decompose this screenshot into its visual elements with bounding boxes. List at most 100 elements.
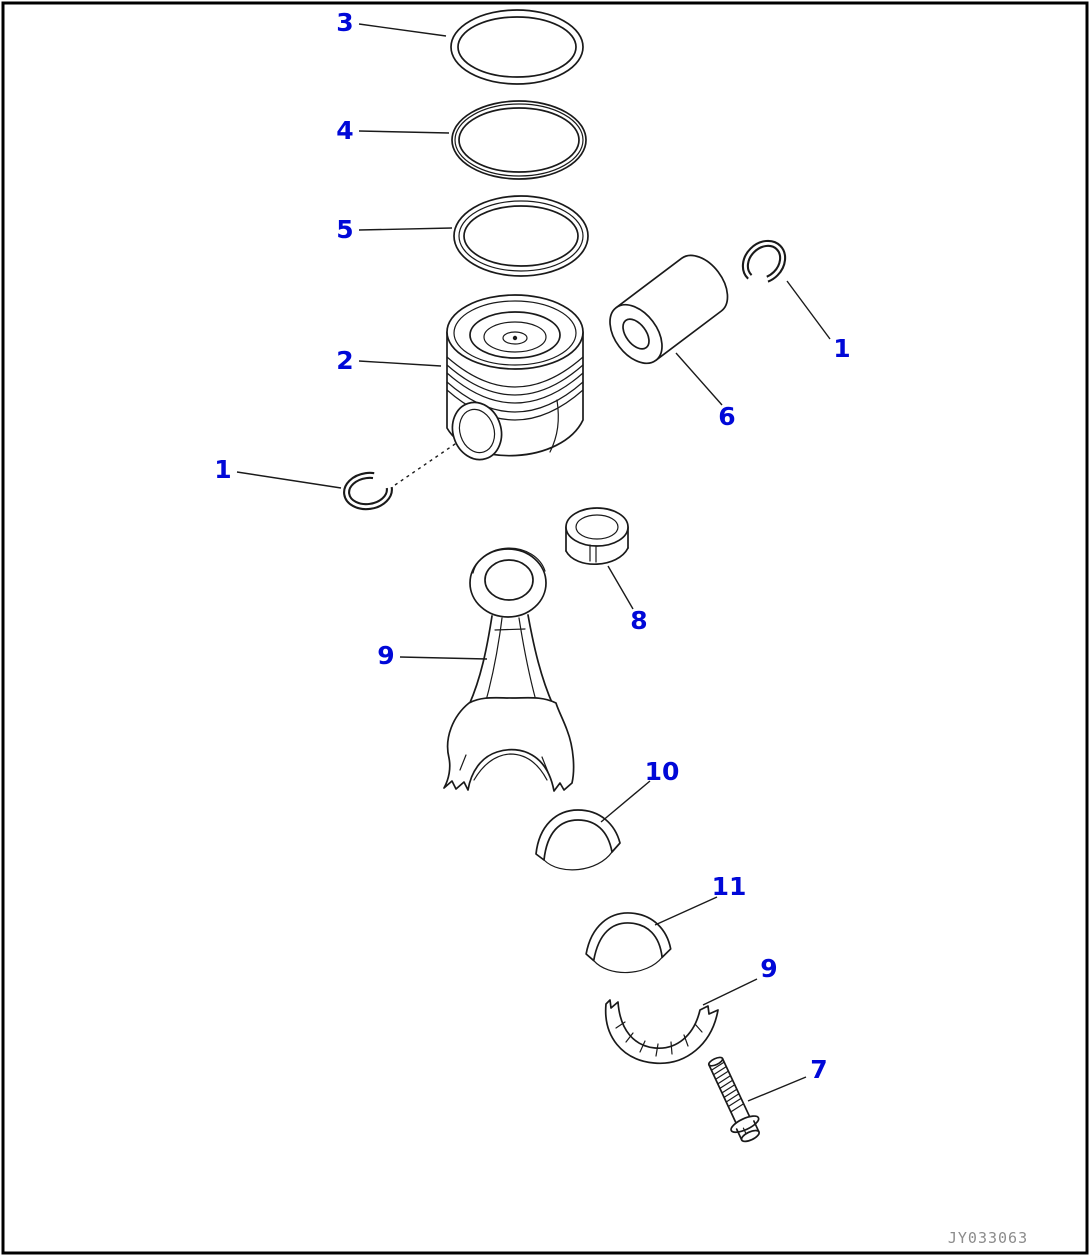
piston-ring-second-drawing [451,100,587,180]
cap-texture-line [639,1040,646,1053]
bolt-thread-line [725,1093,740,1103]
leader-line-4 [358,130,450,134]
ring-outer-edge [451,100,587,180]
shell-band [535,809,621,861]
leader-line-9-cap [702,978,758,1006]
ring-groove-line [446,389,584,421]
bushing-bore [575,514,619,540]
saddle-rim-line [473,753,548,781]
shank-web-line [494,628,526,631]
upper-bearing-shell-drawing [535,809,621,871]
cap-texture-line [625,1032,634,1043]
piston-bowl-rim [469,311,561,359]
bolt-tip [707,1056,724,1067]
cap-texture-line [655,1043,659,1057]
leader-line-9 [399,656,488,660]
bolt-thread-line [727,1097,742,1108]
ring-step-edge [458,200,584,272]
shank-left-edge [468,615,493,706]
piston-bowl-inner [483,321,547,353]
rod-bolt-drawing [707,1056,760,1143]
leader-line-7 [747,1076,807,1102]
leader-line-1-right [786,280,831,340]
bolt-thread-line [715,1070,730,1080]
callout-ring-second[interactable]: 4 [336,116,353,145]
small-end-bore [484,559,534,601]
piston-skirt-line [549,399,559,453]
callout-rod-cap[interactable]: 9 [760,954,777,983]
shank-right-edge [527,614,554,706]
rod-cap-drawing [604,999,719,1065]
leader-line-10 [600,780,651,823]
callout-bushing[interactable]: 8 [630,606,647,635]
pin-bore-hole [622,318,650,350]
pin-bore-outer [451,401,503,461]
bolt-thread-line [721,1084,736,1094]
bolt-flange [730,1115,760,1134]
leader-line-5 [358,227,453,231]
piston-crown-land [453,300,577,366]
cap-texture-line [615,1021,626,1029]
ring-inner-edge [458,107,580,173]
bolt-thread-line [719,1079,734,1089]
callout-connecting-rod[interactable]: 9 [377,641,394,670]
leader-line-1-left [236,471,342,489]
ring-step-edge [454,103,584,177]
piston-bowl-hub [502,331,528,345]
ring-groove-line [446,372,584,404]
piston-pin-drawing [609,254,729,365]
assembly-dotted-line [394,441,459,486]
leader-line-3 [358,23,447,37]
callout-snap-ring-right[interactable]: 1 [833,334,850,363]
fork-detail-line [541,756,549,773]
bolt-thread-line [712,1066,727,1076]
fork-detail-line [459,754,467,771]
bushing-top-face [565,507,629,547]
pin-bore-inner [458,408,496,454]
leader-line-11 [654,896,718,926]
snap-ring-left-drawing [343,471,393,511]
cap-texture-line [670,1041,673,1055]
cap-texture-line [694,1023,703,1033]
bolt-shoulder-line [730,1103,745,1113]
piston-ring-top-drawing [450,9,584,85]
leader-line-6 [675,352,723,406]
ring-inner-edge [457,16,577,78]
bolt-head-bottom [740,1129,760,1143]
callout-piston-pin[interactable]: 6 [718,402,735,431]
cap-texture-line [683,1034,689,1047]
snap-ring-outer [343,471,393,511]
watermark: JY033063 [948,1229,1028,1247]
ring-groove-line [446,381,584,413]
shell-far-rim [543,851,613,871]
piston-drawing [446,294,584,461]
callout-bearing-lower[interactable]: 11 [712,872,747,901]
bushing-bottom-edge [565,547,629,565]
small-end-thickness [472,547,546,574]
leader-line-2 [358,360,442,367]
callout-snap-ring-left[interactable]: 1 [214,455,231,484]
ring-outer-edge [453,195,589,277]
callout-piston[interactable]: 2 [336,346,353,375]
ring-groove-line [446,364,584,396]
callout-ring-top[interactable]: 3 [336,8,353,37]
callout-bearing-upper[interactable]: 10 [645,757,680,786]
small-end-bushing-drawing [565,507,629,565]
bolt-thread-line [717,1075,732,1085]
oil-ring-drawing [453,195,589,277]
piston-pin-bore [451,401,503,461]
bolt-thread-line [723,1088,738,1099]
callout-ring-oil[interactable]: 5 [336,215,353,244]
ring-groove-line [446,356,584,388]
ring-inner-edge [463,205,579,267]
pin-end-face [609,303,663,365]
callout-rod-bolt[interactable]: 7 [810,1055,827,1084]
leader-line-8 [607,565,634,610]
ring-outer-edge [450,9,584,85]
connecting-rod-drawing [443,547,575,792]
piston-center-mark [512,335,518,341]
snap-ring-inner [348,476,388,506]
